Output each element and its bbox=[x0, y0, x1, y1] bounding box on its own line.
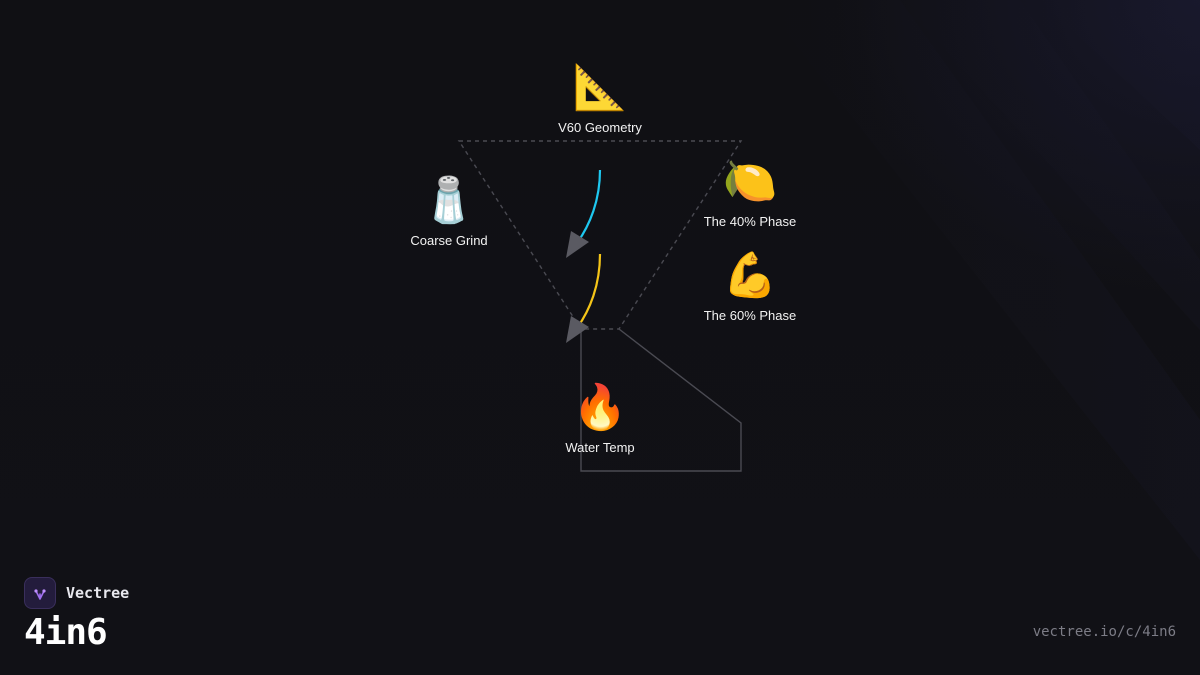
node-40-percent-phase[interactable]: 🍋 The 40% Phase bbox=[670, 156, 830, 229]
node-label: Coarse Grind bbox=[410, 233, 488, 248]
vectree-logo-icon bbox=[24, 577, 56, 609]
node-label: Water Temp bbox=[565, 440, 635, 455]
yellow-arrowhead bbox=[566, 316, 589, 343]
node-v60-geometry[interactable]: 📐 V60 Geometry bbox=[520, 62, 680, 135]
node-label: V60 Geometry bbox=[558, 120, 642, 135]
brand-name: Vectree bbox=[66, 584, 130, 602]
node-60-percent-phase[interactable]: 💪 The 60% Phase bbox=[670, 250, 830, 323]
node-label: The 60% Phase bbox=[703, 308, 797, 323]
base-outline bbox=[580, 328, 742, 472]
node-label: The 40% Phase bbox=[703, 214, 797, 229]
node-coarse-grind[interactable]: 🧂 Coarse Grind bbox=[369, 175, 529, 248]
flexed-biceps-icon: 💪 bbox=[722, 250, 778, 301]
cyan-arrow-line bbox=[576, 169, 602, 244]
fire-icon: 🔥 bbox=[572, 382, 628, 433]
cyan-arrowhead bbox=[566, 231, 589, 258]
triangular-ruler-icon: 📐 bbox=[572, 62, 628, 113]
share-code: 4in6 bbox=[24, 612, 108, 653]
yellow-arrow-line bbox=[576, 253, 602, 329]
share-url[interactable]: vectree.io/c/4in6 bbox=[1032, 624, 1176, 640]
brand-bar: Vectree bbox=[24, 577, 129, 609]
node-water-temp[interactable]: 🔥 Water Temp bbox=[520, 382, 680, 455]
salt-shaker-icon: 🧂 bbox=[421, 175, 477, 226]
lemon-icon: 🍋 bbox=[722, 156, 778, 207]
